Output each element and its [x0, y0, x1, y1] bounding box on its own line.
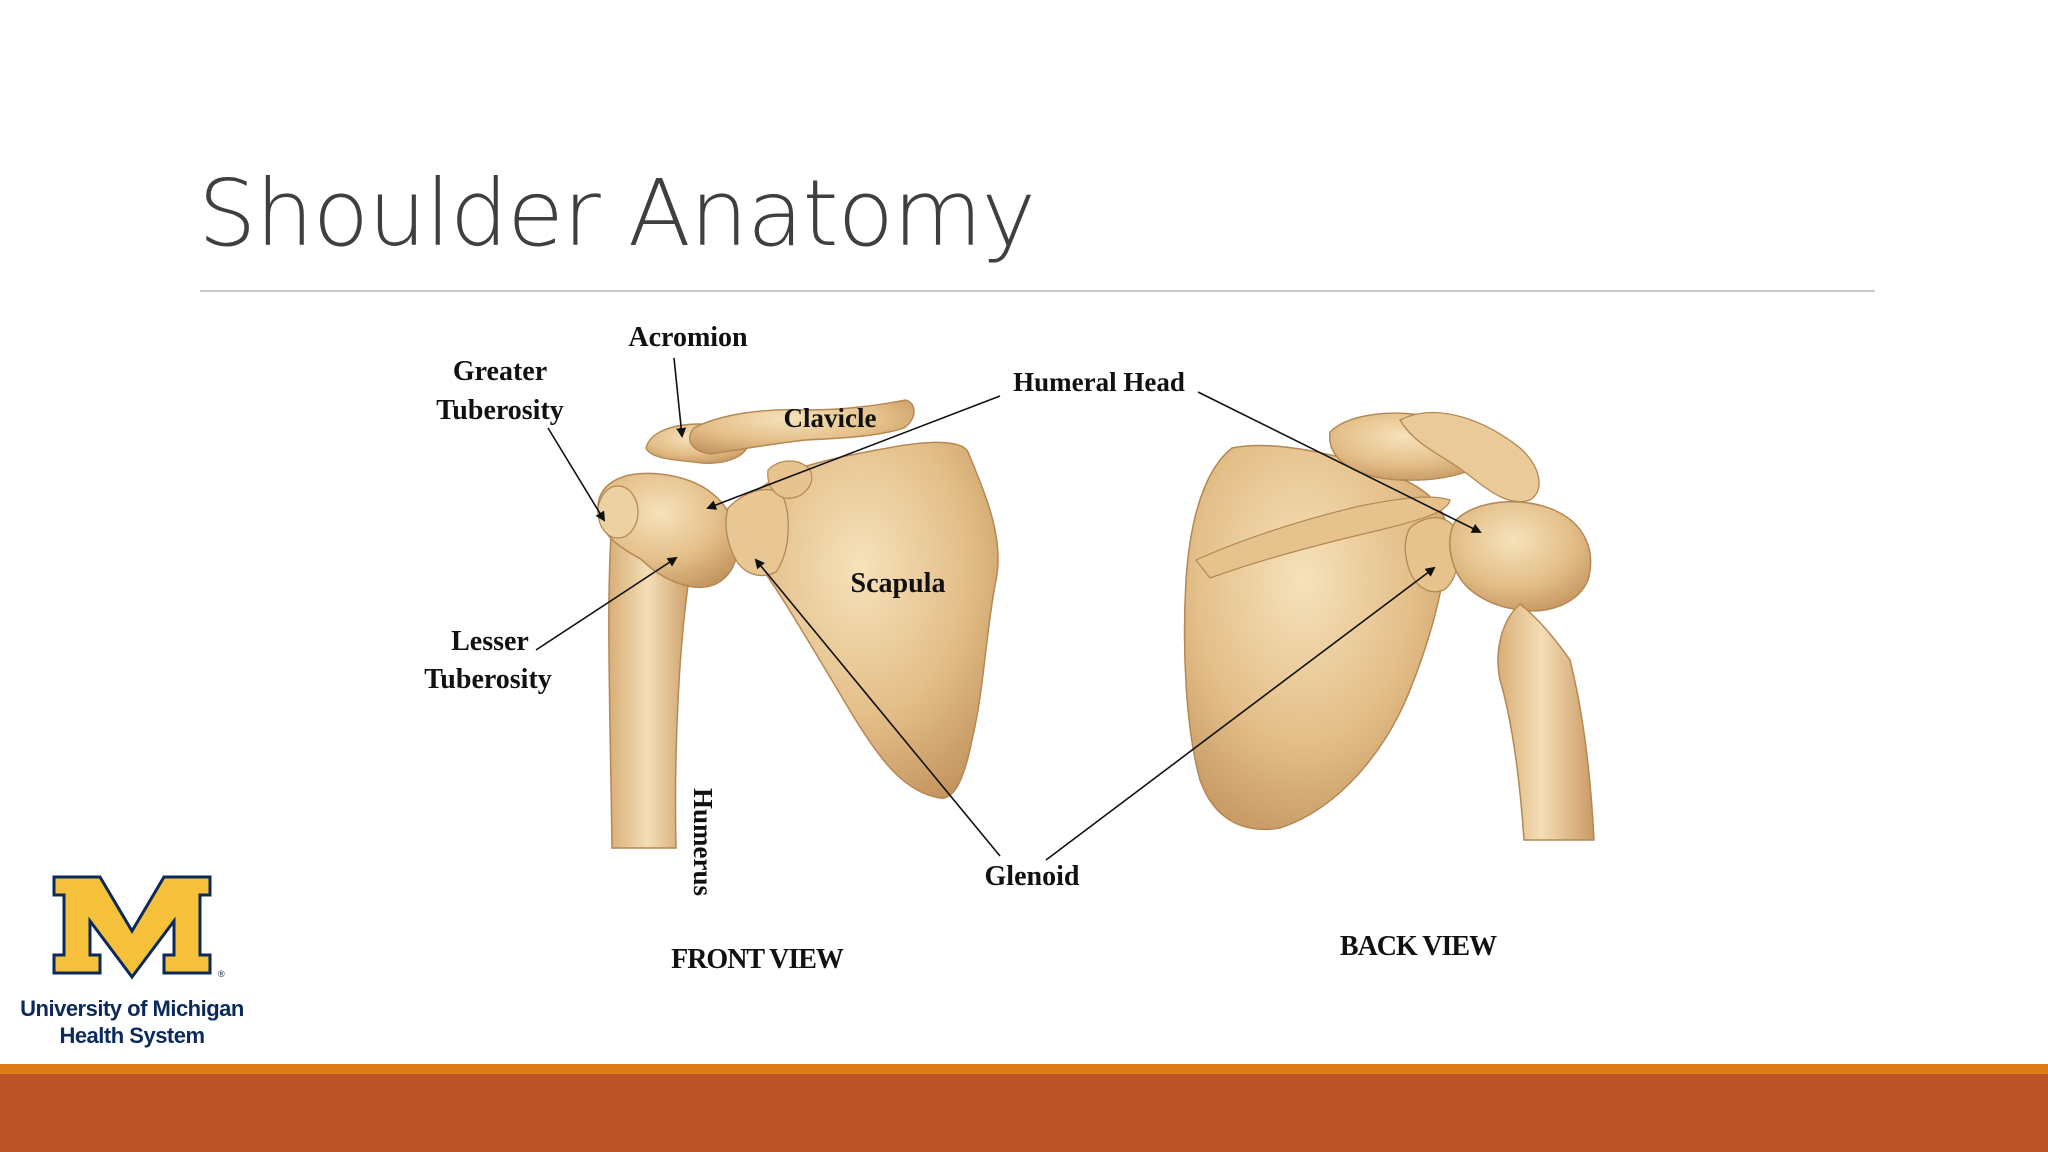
university-of-michigan-logo: ® University of Michigan Health System — [14, 873, 250, 1048]
label-lesser-tuberosity-line1: Lesser — [451, 626, 529, 657]
pointer-glenoid-front — [754, 558, 1001, 857]
block-m-icon: ® — [52, 875, 225, 980]
footer-stripe — [0, 1064, 2048, 1074]
front-view-bones — [597, 399, 999, 849]
front-glenoid-neck — [725, 488, 789, 577]
pointer-lines — [535, 357, 1482, 861]
back-clavicle — [1399, 411, 1540, 503]
back-view-bones — [1183, 411, 1595, 841]
label-scapula: Scapula — [851, 568, 946, 599]
back-glenoid — [1404, 517, 1460, 593]
footer-band — [0, 1074, 2048, 1152]
label-front-view: FRONT VIEW — [671, 944, 844, 975]
back-humeral-head — [1449, 501, 1592, 612]
label-humeral-head: Humeral Head — [1013, 367, 1185, 397]
label-back-view: BACK VIEW — [1340, 931, 1497, 962]
pointer-glenoid-back — [1045, 566, 1436, 861]
logo-wordmark: University of Michigan Health System — [14, 995, 250, 1049]
label-glenoid: Glenoid — [985, 861, 1080, 892]
front-clavicle — [689, 399, 915, 455]
back-scapular-spine — [1195, 496, 1451, 579]
anatomy-labels: Acromion Greater Tuberosity Clavicle Hum… — [424, 322, 1498, 975]
front-scapula — [747, 441, 999, 799]
label-humerus: Humerus — [688, 788, 718, 896]
logo-line-1: University of Michigan — [20, 996, 244, 1021]
pointer-greater-tuberosity — [547, 427, 606, 522]
pointer-acromion — [673, 357, 687, 438]
pointer-lesser-tuberosity — [535, 556, 678, 651]
label-acromion: Acromion — [628, 322, 748, 353]
front-coracoid — [767, 460, 813, 499]
label-clavicle: Clavicle — [784, 403, 877, 433]
label-greater-tuberosity-line1: Greater — [453, 356, 547, 387]
pointer-humeral-head-back — [1197, 391, 1482, 533]
label-lesser-tuberosity-line2: Tuberosity — [424, 664, 552, 695]
front-greater-tuberosity — [597, 485, 639, 539]
svg-text:®: ® — [218, 969, 225, 979]
label-greater-tuberosity-line2: Tuberosity — [436, 395, 564, 426]
pointer-humeral-head-front — [706, 395, 1001, 510]
logo-line-2: Health System — [59, 1023, 205, 1048]
back-humerus-shaft — [1497, 603, 1595, 841]
title-divider — [200, 290, 1875, 292]
slide-title: Shoulder Anatomy — [198, 160, 1036, 267]
